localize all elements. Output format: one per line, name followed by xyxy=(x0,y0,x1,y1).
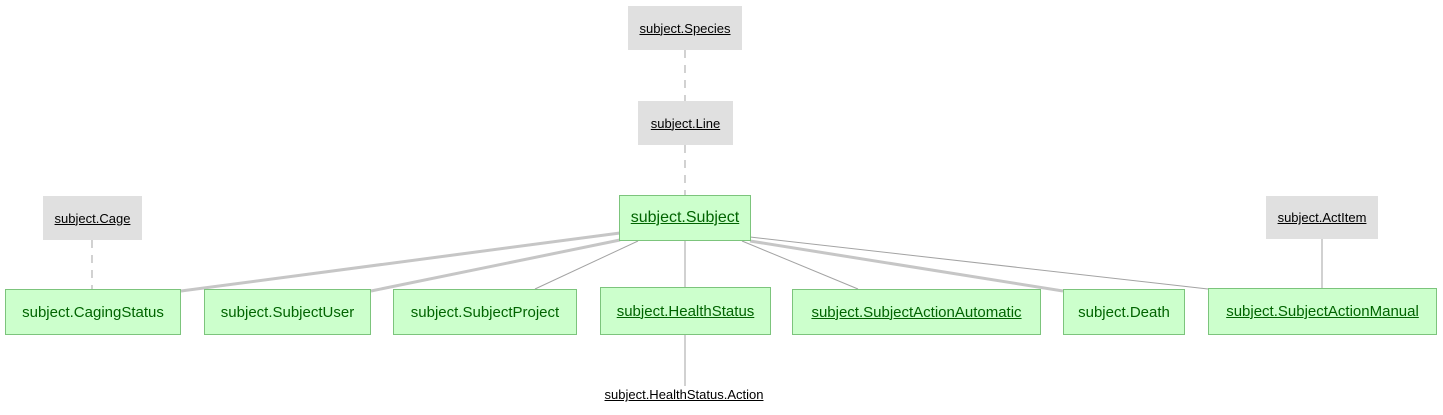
node-subject-subjectactionmanual: subject.SubjectActionManual xyxy=(1208,288,1437,335)
node-label: subject.ActItem xyxy=(1277,210,1367,225)
node-label: subject.SubjectUser xyxy=(220,303,355,321)
node-label: subject.Death xyxy=(1078,303,1170,321)
node-label: subject.SubjectProject xyxy=(410,303,560,321)
node-subject-subjectactionautomatic: subject.SubjectActionAutomatic xyxy=(792,289,1041,335)
node-label: subject.HealthStatus xyxy=(616,302,755,320)
edge-subject-subjectproject xyxy=(534,240,639,290)
node-subject-line: subject.Line xyxy=(638,101,733,145)
node-label: subject.SubjectActionManual xyxy=(1226,303,1419,320)
node-subject-actitem: subject.ActItem xyxy=(1266,196,1378,239)
node-label: subject.CagingStatus xyxy=(22,303,164,321)
node-subject-cagingstatus: subject.CagingStatus xyxy=(5,289,181,335)
edge-subject-cagingstatus xyxy=(180,231,621,293)
node-subject-healthstatus: subject.HealthStatus xyxy=(600,287,771,335)
node-subject-cage: subject.Cage xyxy=(43,196,142,240)
edge-subject-subjectactionautomatic xyxy=(741,240,859,290)
node-label: subject.Line xyxy=(650,115,721,131)
node-subject-species: subject.Species xyxy=(628,6,742,50)
node-subject-subjectproject: subject.SubjectProject xyxy=(393,289,577,335)
node-subject-subjectuser: subject.SubjectUser xyxy=(204,289,371,335)
node-label: subject.Species xyxy=(639,20,731,36)
node-subject-subject: subject.Subject xyxy=(619,195,751,241)
node-label: subject.Cage xyxy=(54,210,131,226)
edge-subject-subjectactionmanual xyxy=(749,236,1209,290)
node-label: subject.HealthStatus.Action xyxy=(604,387,764,402)
edge-subject-subjectuser xyxy=(370,238,621,293)
node-label: subject.SubjectActionAutomatic xyxy=(811,303,1022,321)
edge-subject-death xyxy=(749,239,1064,293)
node-label: subject.Subject xyxy=(630,209,740,226)
node-subject-healthstatus-action: subject.HealthStatus.Action xyxy=(605,387,764,402)
node-subject-death: subject.Death xyxy=(1063,289,1185,335)
